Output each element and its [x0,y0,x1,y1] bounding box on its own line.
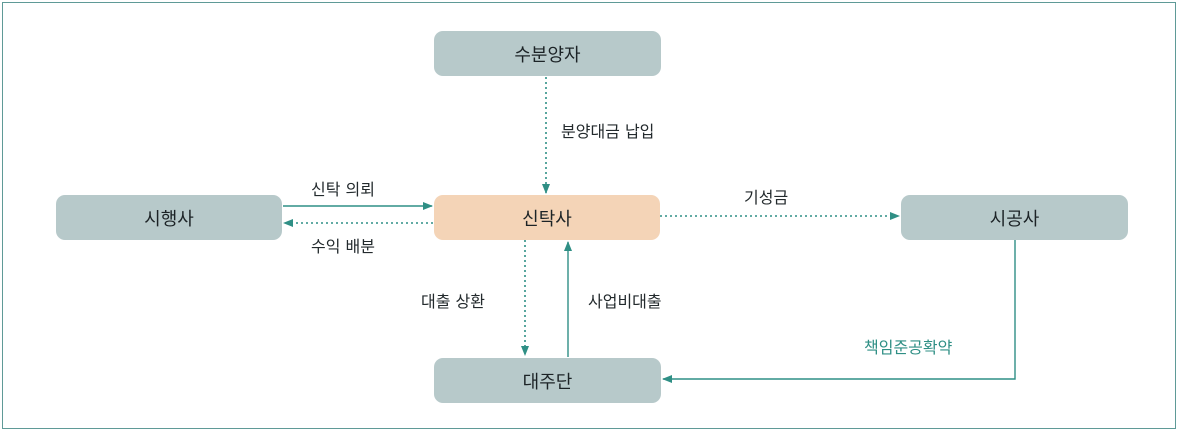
node-lender: 대주단 [434,358,661,403]
label-payment: 분양대금 납입 [561,122,655,141]
label-progress-payment: 기성금 [744,188,789,207]
node-trust: 신탁사 [434,195,660,240]
node-buyer: 수분양자 [434,31,661,76]
label-completion-guarantee: 책임준공확약 [864,338,953,357]
node-contractor: 시공사 [901,195,1128,240]
label-trust-request: 신탁 의뢰 [311,180,375,199]
label-project-loan: 사업비대출 [588,292,662,311]
node-developer: 시행사 [56,195,282,240]
label-loan-repayment: 대출 상환 [421,292,485,311]
label-profit-distribution: 수익 배분 [311,237,375,256]
edge-completion-guarantee [662,240,1016,383]
